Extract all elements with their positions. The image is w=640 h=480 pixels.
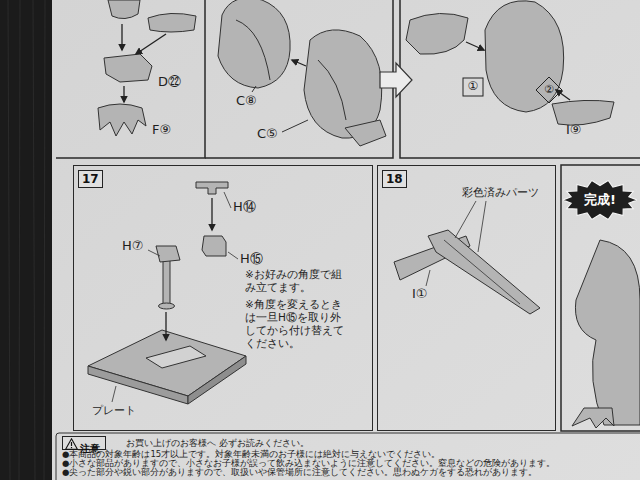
part-number: I⑨ xyxy=(566,122,582,138)
step-order-diamond xyxy=(536,77,562,103)
assembly-note: ※角度を変えるときは一旦H⑮を取り外してから付け替えてください。 xyxy=(245,298,345,351)
assembly-note: ※お好みの角度で組み立てます。 xyxy=(245,268,345,294)
part-number: H⑭ xyxy=(233,199,256,215)
part-name: 彩色済みパーツ xyxy=(462,186,539,199)
warning-triangle xyxy=(65,438,78,450)
starburst-shape xyxy=(563,180,637,219)
warning-mark xyxy=(71,442,72,446)
step-panel: 18 xyxy=(377,165,556,431)
part-number: D㉒ xyxy=(158,74,181,90)
complete-text: 完成! xyxy=(584,192,616,208)
complete-starburst: 完成! xyxy=(563,180,637,220)
part-number: C⑧ xyxy=(236,93,257,109)
assembly-arrows xyxy=(292,60,306,66)
leader-lines xyxy=(112,192,238,402)
panel-borders xyxy=(56,0,640,431)
weapon-parts xyxy=(394,230,540,314)
part-number: I① xyxy=(412,286,428,302)
assembly-arrows xyxy=(166,198,212,340)
part-number: H⑮ xyxy=(240,251,263,267)
warning-mark xyxy=(71,447,72,448)
desk-texture xyxy=(8,0,45,480)
caution-intro: お買い上げのお客様へ 必ずお読みください。 xyxy=(126,438,309,449)
part-number: H⑦ xyxy=(122,238,143,254)
step-order-box xyxy=(463,78,483,96)
next-step-arrow xyxy=(380,63,412,97)
desk-edge xyxy=(0,0,52,480)
part-detail-lines xyxy=(236,20,346,132)
warning-text: ●小さな部品がありますので、小さなお子様が誤って飲み込まないように注意してくださ… xyxy=(62,459,555,468)
assembly-arrows xyxy=(122,24,166,102)
leg-shell-parts xyxy=(218,0,386,146)
claw-parts xyxy=(98,0,196,136)
part-number: F⑨ xyxy=(152,122,171,138)
step-order-number: ① xyxy=(464,79,482,93)
warning-text: ●尖った部分や鋭い部分がありますので、取扱いや保管場所に注意してください。思わぬ… xyxy=(62,468,537,477)
part-name: プレート xyxy=(92,404,136,417)
step-order-number: ② xyxy=(540,83,558,96)
leader-lines xyxy=(426,201,520,304)
caution-frame xyxy=(56,433,640,480)
stand-parts xyxy=(88,182,246,404)
assembly-arrows xyxy=(466,42,570,100)
step-number: 18 xyxy=(382,170,407,188)
step-number: 17 xyxy=(78,170,103,188)
leg-assembly-parts xyxy=(406,1,614,125)
part-number: C⑤ xyxy=(257,126,278,142)
warning-text: ●本商品の対象年齢は15才以上です。対象年齢未満のお子様には絶対に与えないでくだ… xyxy=(62,450,440,459)
caution-badge: 注意 xyxy=(62,436,106,450)
paper-sheet xyxy=(52,0,640,480)
warning-triangle-outline xyxy=(66,439,78,449)
finished-figure xyxy=(572,240,640,428)
